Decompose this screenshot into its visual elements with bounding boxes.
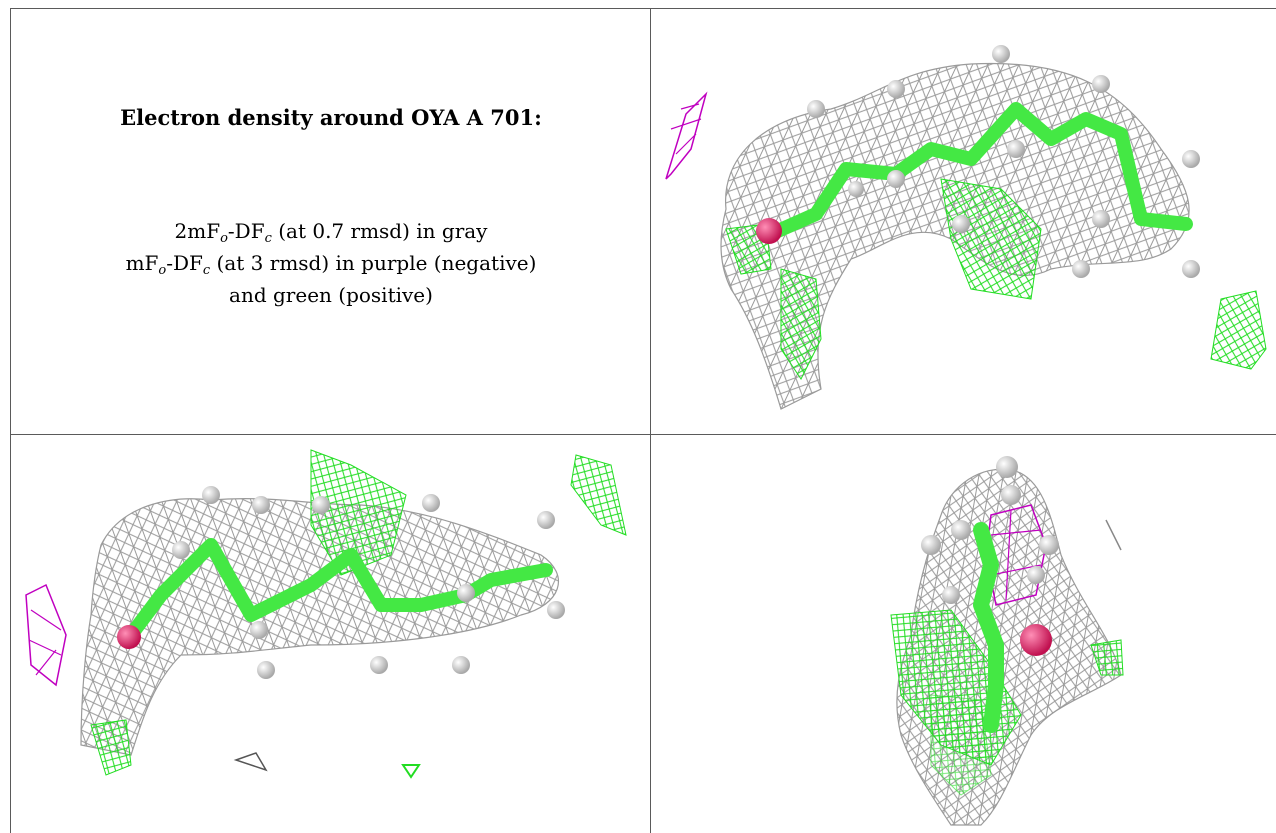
density-mesh-purple-1b bbox=[670, 103, 702, 155]
view-top-right bbox=[651, 9, 1276, 434]
density-mesh-green-3 bbox=[90, 719, 132, 776]
oxygen-atom bbox=[756, 218, 782, 244]
hydrogen-atom bbox=[457, 584, 475, 602]
hydrogen-atom bbox=[1182, 260, 1200, 278]
hydrogen-atom bbox=[848, 181, 864, 197]
hydrogen-atom bbox=[537, 511, 555, 529]
table-border-top bbox=[10, 8, 1276, 9]
table-border-left bbox=[10, 8, 11, 833]
density-render-1 bbox=[665, 45, 1267, 410]
density-render-3 bbox=[890, 456, 1124, 826]
hydrogen-atom bbox=[452, 656, 470, 674]
hydrogen-atom bbox=[1072, 260, 1090, 278]
density-mesh-green-2 bbox=[780, 268, 822, 380]
hydrogen-atom bbox=[202, 486, 220, 504]
hydrogen-atom bbox=[1039, 535, 1059, 555]
hydrogen-atom bbox=[422, 494, 440, 512]
legend-text: 2mFo-DFc (at 0.7 rmsd) in gray mFo-DFc (… bbox=[12, 215, 650, 311]
legend-line2-sub2: c bbox=[202, 263, 211, 278]
figure-title: Electron density around OYA A 701: bbox=[120, 105, 542, 130]
hydrogen-atom bbox=[1182, 150, 1200, 168]
hydrogen-atom bbox=[887, 80, 905, 98]
density-mesh-green-2 bbox=[570, 454, 627, 536]
density-mesh-green-1 bbox=[940, 178, 1042, 300]
hydrogen-atom bbox=[807, 100, 825, 118]
hydrogen-atom bbox=[1092, 75, 1110, 93]
hydrogen-atom bbox=[951, 520, 971, 540]
hydrogen-atom bbox=[1092, 210, 1110, 228]
legend-line-positive: and green (positive) bbox=[229, 283, 433, 307]
hydrogen-atom bbox=[996, 456, 1018, 478]
legend-line-2fofc: 2mFo-DFc (at 0.7 rmsd) in gray bbox=[12, 215, 650, 247]
hydrogen-atom bbox=[1001, 485, 1021, 505]
legend-cell: Electron density around OYA A 701: 2mFo-… bbox=[12, 10, 650, 434]
density-mesh-green-4 bbox=[401, 764, 421, 779]
view-bottom-right bbox=[651, 435, 1276, 833]
density-mesh-gray-small bbox=[233, 752, 268, 772]
density-mesh-green-4 bbox=[1210, 290, 1267, 370]
density-mesh-gray-small bbox=[1105, 519, 1122, 551]
hydrogen-atom bbox=[312, 496, 330, 514]
density-mesh-green-3 bbox=[1090, 639, 1124, 676]
density-mesh-purple-1 bbox=[665, 91, 708, 180]
density-render-2 bbox=[25, 449, 627, 779]
hydrogen-atom bbox=[952, 215, 970, 233]
hydrogen-atom bbox=[942, 586, 960, 604]
density-mesh-green-2 bbox=[930, 694, 992, 796]
hydrogen-atom bbox=[250, 621, 268, 639]
carbon-chain bbox=[973, 522, 1004, 733]
legend-line1-rest: (at 0.7 rmsd) in gray bbox=[271, 219, 488, 243]
table-border-middle-vertical bbox=[650, 8, 651, 833]
oxygen-atom bbox=[117, 625, 141, 649]
hydrogen-atom bbox=[992, 45, 1010, 63]
hydrogen-atom bbox=[1007, 140, 1025, 158]
legend-line1-sub1: o bbox=[220, 231, 228, 246]
table-border-middle-horizontal bbox=[10, 434, 1276, 435]
legend-line2-prefix: mF bbox=[125, 251, 159, 275]
legend-line1-mid: -DF bbox=[227, 219, 265, 243]
density-mesh-green-1 bbox=[310, 449, 407, 576]
hydrogen-atom bbox=[921, 535, 941, 555]
hydrogen-atom bbox=[257, 661, 275, 679]
hydrogen-atom bbox=[172, 541, 190, 559]
legend-line-fofc: mFo-DFc (at 3 rmsd) in purple (negative) bbox=[12, 247, 650, 279]
legend-line1-sub2: c bbox=[264, 231, 272, 246]
hydrogen-atom bbox=[1027, 566, 1045, 584]
legend-line2-mid: -DF bbox=[166, 251, 203, 275]
hydrogen-atom bbox=[547, 601, 565, 619]
legend-line2-rest: (at 3 rmsd) in purple (negative) bbox=[210, 251, 537, 275]
legend-line1-prefix: 2mF bbox=[174, 219, 221, 243]
hydrogen-atom bbox=[370, 656, 388, 674]
legend-line2-sub1: o bbox=[158, 263, 167, 278]
hydrogen-atom bbox=[252, 496, 270, 514]
carbon-chain bbox=[764, 102, 1193, 241]
density-mesh-purple-1b bbox=[28, 609, 62, 676]
density-mesh-purple-1 bbox=[25, 583, 67, 687]
hydrogen-atom bbox=[887, 170, 905, 188]
view-bottom-left bbox=[11, 435, 650, 833]
oxygen-atom bbox=[1020, 624, 1052, 656]
